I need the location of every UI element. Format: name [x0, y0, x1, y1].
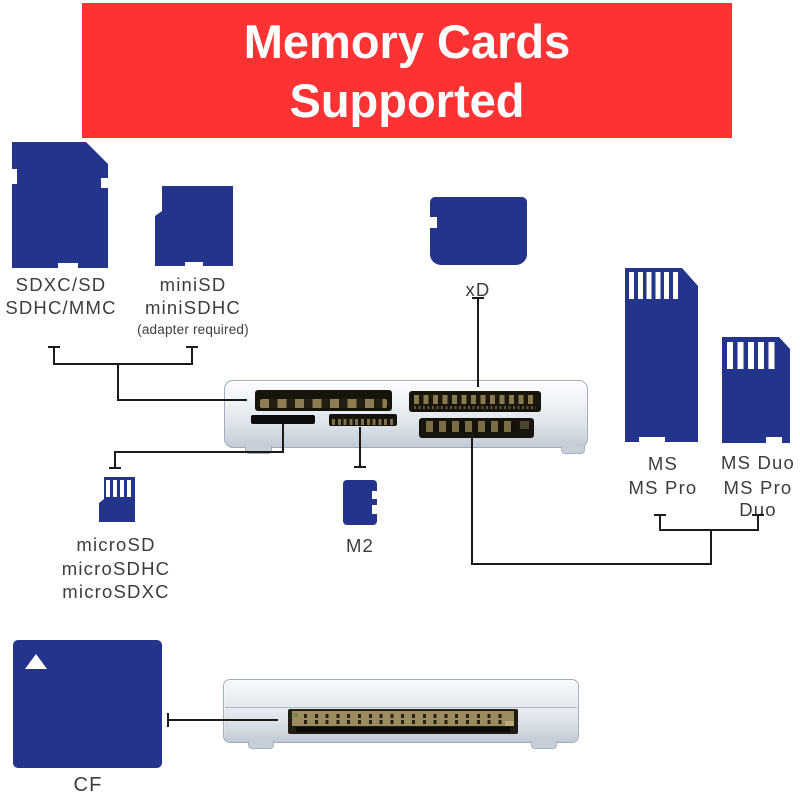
connector-segment [109, 467, 121, 469]
ms-slot-notch [520, 421, 529, 429]
ms-card-label: MS MS Pro [611, 452, 715, 500]
cf-card-illustration [13, 640, 162, 768]
sd-card-label: SDXC/SD SDHC/MMC [0, 273, 122, 319]
ms-duo-label-line2: MS Pro [723, 477, 793, 498]
connector-segment [191, 346, 193, 365]
minisd-adapter-note: (adapter required) [137, 322, 249, 337]
cf-pin-row-2 [304, 720, 504, 724]
connector-segment [53, 346, 55, 365]
microsd-contact-pins [106, 480, 133, 497]
connector-segment [659, 514, 661, 531]
memory-stick-illustration [625, 268, 698, 442]
m2-side-notch-2 [372, 505, 377, 514]
cf-slot [288, 709, 518, 734]
m2-slot-pins [332, 419, 394, 425]
ms-duo-card-label: MS Duo MS Pro Duo [703, 452, 800, 521]
ms-duo-bottom-notch [766, 437, 782, 443]
connector-segment [167, 719, 278, 721]
cf-arrow-icon [25, 654, 47, 669]
microsd-card-label: microSD microSDHC microSDXC [44, 533, 188, 604]
microsd-label-line3: microSDXC [62, 581, 170, 602]
card-reader-front-view [224, 380, 588, 454]
connector-segment [757, 514, 759, 531]
sd-card-illustration [12, 142, 108, 268]
ms-slot [419, 418, 534, 438]
microsd-card-illustration [99, 477, 135, 522]
connector-segment [53, 363, 193, 365]
ms-bottom-notch [639, 437, 665, 442]
ms-duo-label-line3: Duo [739, 499, 777, 520]
title-banner: Memory Cards Supported [82, 3, 732, 138]
reader-back-lid [225, 681, 577, 708]
connector-segment [114, 451, 284, 453]
connector-segment [117, 363, 119, 401]
cf-slot-led [293, 713, 298, 717]
sd-card-side-notch [101, 178, 108, 188]
xd-card-label: xD [428, 278, 528, 301]
connector-segment [471, 563, 712, 565]
sd-label-line1: SDXC/SD [15, 274, 107, 295]
connector-segment [477, 297, 479, 387]
connector-segment [654, 514, 666, 516]
minisd-label-line1: miniSD [159, 274, 227, 295]
microsd-label-line1: microSD [76, 534, 156, 555]
xd-label-line1: xD [465, 279, 491, 300]
connector-segment [471, 434, 473, 565]
connector-segment [359, 427, 361, 468]
m2-slot [329, 414, 397, 426]
ms-duo-contact-pins [727, 342, 779, 369]
minisd-card-illustration [155, 186, 233, 266]
m2-label-line1: M2 [345, 535, 375, 556]
reader-back-foot-left [248, 741, 274, 749]
xd-slot-pin-row [414, 406, 536, 409]
reader-front-foot-right [561, 446, 585, 454]
title-line-2: Supported [289, 73, 525, 127]
connector-segment [282, 424, 284, 453]
ms-contact-pins [629, 272, 682, 299]
reader-back-foot-right [531, 741, 557, 749]
connector-segment [117, 399, 247, 401]
connector-segment [114, 451, 116, 469]
card-reader-back-view [223, 679, 579, 749]
minisd-bottom-notch [185, 262, 203, 266]
m2-card-illustration [343, 480, 377, 525]
microsd-slot [251, 415, 315, 424]
sd-slot [255, 390, 392, 411]
minisd-card-label: miniSD miniSDHC (adapter required) [132, 273, 254, 338]
sd-slot-pins [260, 399, 387, 408]
cf-card-label: CF [36, 774, 140, 797]
microsd-label-line2: microSDHC [61, 557, 171, 579]
sd-card-bottom-notch [58, 263, 78, 268]
reader-front-foot-left [245, 446, 272, 454]
cf-label-line1: CF [73, 774, 103, 796]
ms-label-line2: MS Pro [628, 477, 698, 498]
connector-segment [752, 514, 764, 516]
m2-card-label: M2 [330, 534, 390, 557]
memory-stick-duo-illustration [722, 337, 790, 443]
connector-segment [354, 466, 366, 468]
cf-pin-row-1 [304, 714, 504, 718]
ms-slot-pins [426, 421, 516, 432]
sd-label-line2: SDHC/MMC [5, 297, 117, 318]
cf-slot-eject-notch [505, 721, 514, 726]
cf-slot-connector [292, 711, 514, 726]
minisd-label-line2: miniSDHC [145, 297, 241, 318]
connector-segment [659, 529, 759, 531]
ms-label-line1: MS [647, 453, 679, 474]
xd-side-notch [430, 217, 437, 228]
connector-segment [710, 530, 712, 565]
xd-card-illustration [430, 197, 527, 265]
m2-side-notch-1 [372, 491, 377, 499]
cf-slot-gap [296, 727, 510, 732]
xd-slot [409, 391, 541, 412]
xd-slot-pins [414, 395, 536, 404]
ms-duo-label-line1: MS Duo [720, 452, 796, 473]
title-line-1: Memory Cards [243, 14, 571, 68]
